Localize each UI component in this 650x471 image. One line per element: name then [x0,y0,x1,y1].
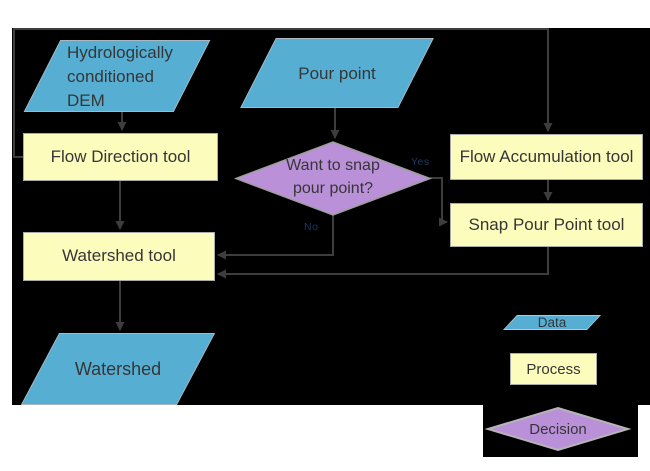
edge-snap-pour-point-to-watershed-tool [217,247,549,279]
decision-diamond-shape [233,141,433,216]
edge-label-no: No [304,221,319,233]
legend-process-box [510,353,597,385]
snap-pour-point-tool-box [450,203,643,247]
watershed-tool-box [23,232,215,281]
legend-process-label: Process [526,361,581,378]
legend-decision-diamond-shape [484,406,632,452]
flow-accumulation-tool-label: Flow Accumulation tool [459,147,634,166]
decision-label: Want to snap pour point? [253,154,413,200]
dem-label-line1: Hydrologically [67,43,173,62]
dem-label-line3: DEM [67,91,105,110]
decision-label-line1: Want to snap [286,157,380,174]
flow-direction-tool-label: Flow Direction tool [50,147,191,166]
dem-label-line2: conditioned [67,67,154,86]
flow-accumulation-tool-box [450,134,643,180]
decision-label-line2: pour point? [292,180,374,197]
dem-label: Hydrologically conditioned DEM [67,41,197,113]
legend-data-label: Data [537,315,567,330]
snap-pour-point-tool-label: Snap Pour Point tool [468,215,625,234]
pour-point-label: Pour point [298,64,376,83]
watershed-tool-label: Watershed tool [62,246,176,265]
flow-direction-tool-box [23,133,218,181]
edge-flow-direction-to-flow-accumulation [13,28,553,158]
legend-decision-label: Decision [529,421,587,438]
edge-decision-yes-to-snap-pour-point [430,177,448,227]
watershed-label: Watershed [74,359,162,379]
edge-label-yes: Yes [411,156,430,168]
edge-decision-no-to-watershed-tool [217,215,334,260]
